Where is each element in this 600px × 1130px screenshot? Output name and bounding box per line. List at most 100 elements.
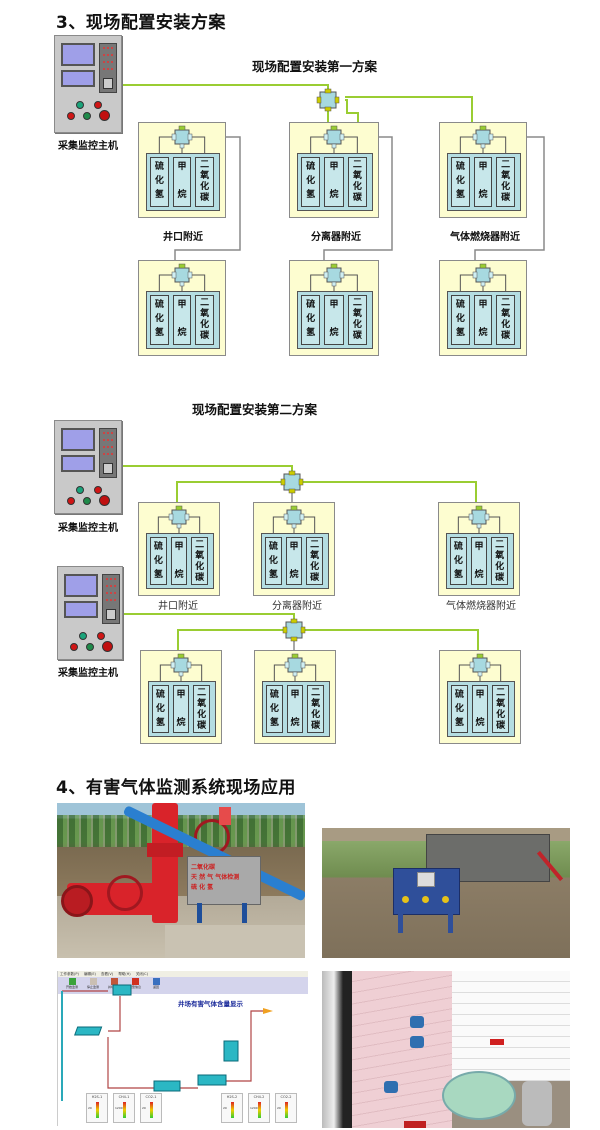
gas-gauge: CH4-1 1200 [113,1093,135,1123]
gas-gauge: H2S-1 20 [86,1093,108,1123]
station-wiring [158,125,206,159]
gauge-tick: 1200 [250,1106,258,1110]
toolbar-button[interactable]: 开始监测 [62,978,82,993]
gas-sensor-cell: 甲 烷 [172,157,192,207]
menu-item: 工作参数(P) [60,972,79,976]
bus-line [121,465,293,474]
gauge-label: CH4-1 [118,1095,130,1099]
software-flow-diagram [61,984,273,1101]
gas-sensor-cell: 二氧化碳 [347,295,367,345]
wiring-diagram [121,84,545,657]
indicator-light [99,110,110,121]
sign-line: 二氧化碳 [191,864,216,871]
scheme1-title: 现场配置安装第一方案 [252,59,378,74]
monitoring-software-screenshot: 工作参数(P) 编辑(E) 查看(V) 帮助(H) 关闭(C) 开始监测停止监测… [57,971,308,1126]
sensor-station: 硫化氢甲 烷二氧化碳 [138,122,226,218]
host-screen [61,43,95,66]
toolbar-button[interactable]: 报警信息 [125,978,145,993]
gas-sensor-cell: 甲 烷 [172,685,190,733]
location-label: 气体燃烧器附近 [450,232,520,243]
bus-line [176,481,284,508]
bus-line [121,613,295,622]
host-panel [99,43,117,93]
station-wiring [272,505,316,539]
sensor-station: 硫化氢甲 烷二氧化碳 [138,260,226,356]
indicator-light [70,643,78,651]
host-label: 采集监控主机 [58,523,118,534]
station-wiring [457,505,501,539]
bus-line [121,84,329,92]
station-wiring [273,653,317,687]
host-screen [61,428,95,451]
indicator-light [79,632,87,640]
indicator-light [67,497,75,505]
gauge-tick: 20 [277,1106,281,1110]
toolbar-button[interactable]: 返回 [146,978,166,993]
detector-sign: 二氧化碳 天 然 气 气体检测 硫 化 氢 [187,856,261,905]
bus-line [302,629,479,657]
gas-sensor-cell: 硫化氢 [150,537,167,585]
gas-gauge: CO2-1 20 [140,1093,162,1123]
gas-sensor-cell: 硫化氢 [451,685,468,733]
sensor-station: 硫化氢甲 烷二氧化碳 [438,502,520,596]
gauge-label: CO2-1 [145,1095,157,1099]
toolbar-label: 开始监测 [65,985,78,989]
gas-sensor-cell: 二氧化碳 [492,685,509,733]
gas-sensor-cell: 二氧化碳 [347,157,367,207]
indicator-light [97,632,105,640]
gauge-tick: 20 [223,1106,227,1110]
junction-box-icon [282,618,306,642]
indicator-light [83,497,91,505]
gas-sensor-cell: 硫化氢 [266,685,283,733]
sensor-station: 硫化氢甲 烷二氧化碳 [289,122,379,218]
toolbar-icon [89,978,97,985]
host-screen [61,455,95,472]
indicator-light [86,643,94,651]
gas-sensor-cell: 二氧化碳 [195,295,214,345]
sensor-station: 硫化氢甲 烷二氧化碳 [138,502,220,596]
gas-sensor-cell: 二氧化碳 [496,157,515,207]
toolbar-button[interactable]: 停止监测 [83,978,103,993]
menu-item: 帮助(H) [118,972,131,976]
station-wiring [310,125,358,159]
gauge-label: H2S-2 [226,1095,238,1099]
indoor-installation-photo [322,971,570,1128]
gas-sensor-cell: 甲 烷 [324,157,344,207]
junction-box-icon [316,88,340,112]
gas-sensor-cell: 硫化氢 [451,157,470,207]
section4-title: 4、有害气体监测系统现场应用 [56,778,296,798]
sensor-station: 硫化氢甲 烷二氧化碳 [289,260,379,356]
toolbar-icon [131,978,139,985]
software-title: 井场有害气体含量显示 [178,1000,243,1008]
sensor-station: 硫化氢甲 烷二氧化碳 [439,260,527,356]
gas-sensor-cell: 硫化氢 [150,295,169,345]
sensor-station: 硫化氢甲 烷二氧化碳 [439,122,527,218]
station-wiring [458,653,502,687]
gauge-label: CH4-2 [253,1095,265,1099]
indicator-light [102,641,113,652]
gas-sensor-cell: 甲 烷 [470,537,488,585]
host-panel [102,574,120,624]
gauge-label: H2S-1 [91,1095,103,1099]
sensor-station: 硫化氢甲 烷二氧化碳 [253,502,335,596]
location-label: 井口附近 [158,601,198,612]
monitoring-host-icon [54,420,122,514]
indicator-light [94,486,102,494]
host-label: 采集监控主机 [58,668,118,679]
gas-sensor-cell: 甲 烷 [170,537,188,585]
gas-sensor-cell: 硫化氢 [301,295,321,345]
toolbar-icon [110,978,118,985]
host-screen [64,601,98,618]
section3-title: 3、现场配置安装方案 [56,13,226,33]
bus-line [300,481,477,508]
sensor-station: 硫化氢甲 烷二氧化碳 [439,650,521,744]
gauge-tick: 1200 [115,1106,123,1110]
toolbar-icon [68,978,76,985]
gas-gauge: H2S-2 20 [221,1093,243,1123]
host-panel [99,428,117,478]
toolbar-label: 返回 [152,985,159,989]
sign-line: 天 然 气 气体检测 [191,874,240,881]
wellhead-photo: 二氧化碳 天 然 气 气体检测 硫 化 氢 [57,803,305,958]
indicator-light [76,486,84,494]
sensor-station: 硫化氢甲 烷二氧化碳 [140,650,222,744]
